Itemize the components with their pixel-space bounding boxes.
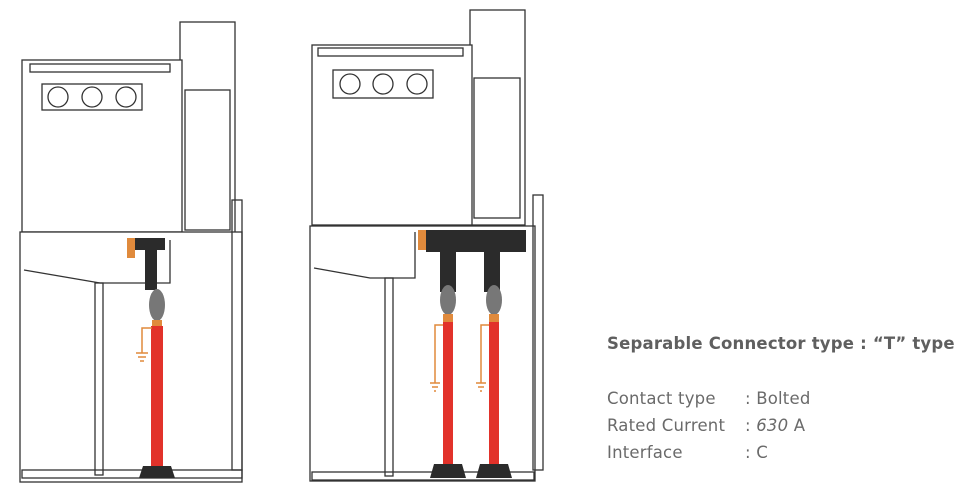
spec-label: Rated Current (607, 416, 726, 435)
cabinet-single-connector (19, 21, 243, 483)
cabinet-double-connector (309, 9, 544, 482)
spec-contact-type: Contact type : Bolted (607, 389, 811, 408)
spec-value-number: 630 (756, 416, 789, 435)
spec-interface: Interface : C (607, 443, 768, 462)
spec-label: Interface (607, 443, 683, 462)
spec-value: : Bolted (745, 389, 811, 408)
spec-value-prefix: : (745, 416, 757, 435)
spec-label: Contact type (607, 389, 716, 408)
spec-value: : C (745, 443, 768, 462)
spec-rated-current: Rated Current : 630 A (607, 416, 805, 435)
connector-type-heading: Separable Connector type : “T” type (607, 334, 955, 353)
spec-value: : 630 A (745, 416, 805, 435)
spec-value-unit: A (788, 416, 806, 435)
